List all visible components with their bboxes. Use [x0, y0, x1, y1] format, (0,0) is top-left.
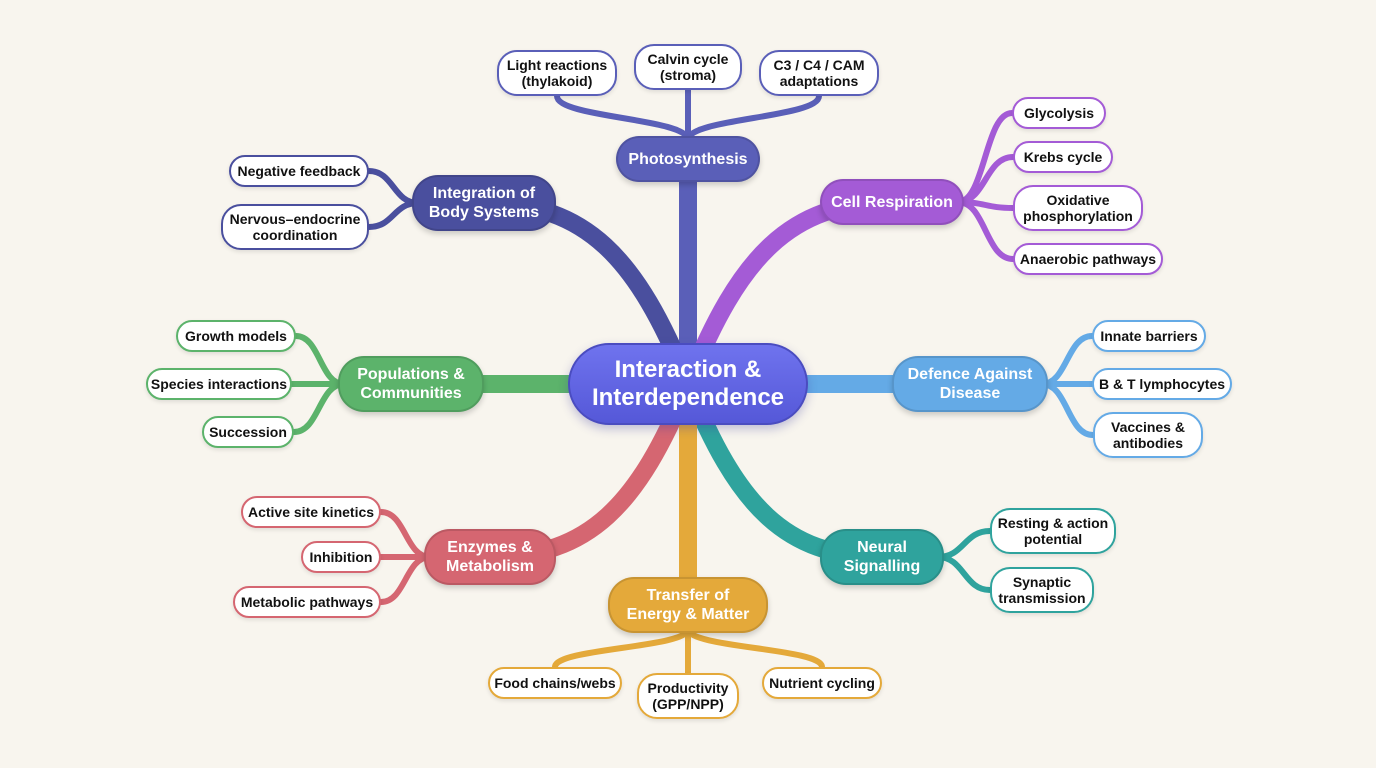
connector-photosynthesis-2 — [685, 93, 822, 143]
leaf-node-vaccines-antibodies[interactable]: Vaccines & antibodies — [1093, 412, 1203, 458]
leaf-node-c3-c4-cam-adaptations[interactable]: C3 / C4 / CAM adaptations — [759, 50, 879, 96]
leaf-node-anaerobic-pathways[interactable]: Anaerobic pathways — [1013, 243, 1163, 275]
leaf-node-synaptic-transmission[interactable]: Synaptic transmission — [990, 567, 1094, 613]
branch-node-cell-respiration[interactable]: Cell Respiration — [820, 179, 964, 225]
leaf-node-calvin-cycle-stroma[interactable]: Calvin cycle (stroma) — [634, 44, 742, 90]
branch-node-enzymes[interactable]: Enzymes & Metabolism — [424, 529, 556, 585]
branch-node-photosynthesis[interactable]: Photosynthesis — [616, 136, 760, 182]
connector-cell-respiration-3 — [955, 199, 1016, 262]
leaf-node-glycolysis[interactable]: Glycolysis — [1012, 97, 1106, 129]
connector-enzymes-0 — [378, 509, 433, 560]
leaf-node-active-site-kinetics[interactable]: Active site kinetics — [241, 496, 381, 528]
branch-node-defence[interactable]: Defence Against Disease — [892, 356, 1048, 412]
branch-node-populations[interactable]: Populations & Communities — [338, 356, 484, 412]
leaf-node-oxidative-phosphorylation[interactable]: Oxidative phosphorylation — [1013, 185, 1143, 231]
leaf-node-nutrient-cycling[interactable]: Nutrient cycling — [762, 667, 882, 699]
branch-node-neural[interactable]: Neural Signalling — [820, 529, 944, 585]
connector-neural-1 — [935, 554, 993, 593]
connector-defence-2 — [1039, 381, 1096, 438]
connector-enzymes-2 — [378, 554, 433, 605]
leaf-node-metabolic-pathways[interactable]: Metabolic pathways — [233, 586, 381, 618]
branch-node-body-systems[interactable]: Integration of Body Systems — [412, 175, 556, 231]
leaf-node-food-chains-webs[interactable]: Food chains/webs — [488, 667, 622, 699]
branch-node-energy[interactable]: Transfer of Energy & Matter — [608, 577, 768, 633]
leaf-node-growth-models[interactable]: Growth models — [176, 320, 296, 352]
leaf-node-light-reactions-thylakoid[interactable]: Light reactions (thylakoid) — [497, 50, 617, 96]
leaf-node-inhibition[interactable]: Inhibition — [301, 541, 381, 573]
connector-defence-0 — [1039, 333, 1095, 387]
center-topic-node[interactable]: Interaction & Interdependence — [568, 343, 808, 425]
leaf-node-innate-barriers[interactable]: Innate barriers — [1092, 320, 1206, 352]
connector-neural-0 — [935, 528, 993, 560]
connector-photosynthesis-0 — [554, 93, 691, 143]
leaf-node-b-t-lymphocytes[interactable]: B & T lymphocytes — [1092, 368, 1232, 400]
leaf-node-krebs-cycle[interactable]: Krebs cycle — [1013, 141, 1113, 173]
connector-body-systems-0 — [366, 168, 421, 206]
connector-body-systems-1 — [366, 200, 421, 230]
connector-populations-0 — [293, 333, 347, 387]
leaf-node-negative-feedback[interactable]: Negative feedback — [229, 155, 369, 187]
connector-populations-2 — [291, 381, 347, 435]
connector-energy-0 — [552, 626, 691, 670]
connector-energy-2 — [685, 626, 825, 670]
leaf-node-nervous-endocrine-coordination[interactable]: Nervous–endocrine coordination — [221, 204, 369, 250]
leaf-node-species-interactions[interactable]: Species interactions — [146, 368, 292, 400]
leaf-node-succession[interactable]: Succession — [202, 416, 294, 448]
leaf-node-productivity-gpp-npp[interactable]: Productivity (GPP/NPP) — [637, 673, 739, 719]
leaf-node-resting-action-potential[interactable]: Resting & action potential — [990, 508, 1116, 554]
